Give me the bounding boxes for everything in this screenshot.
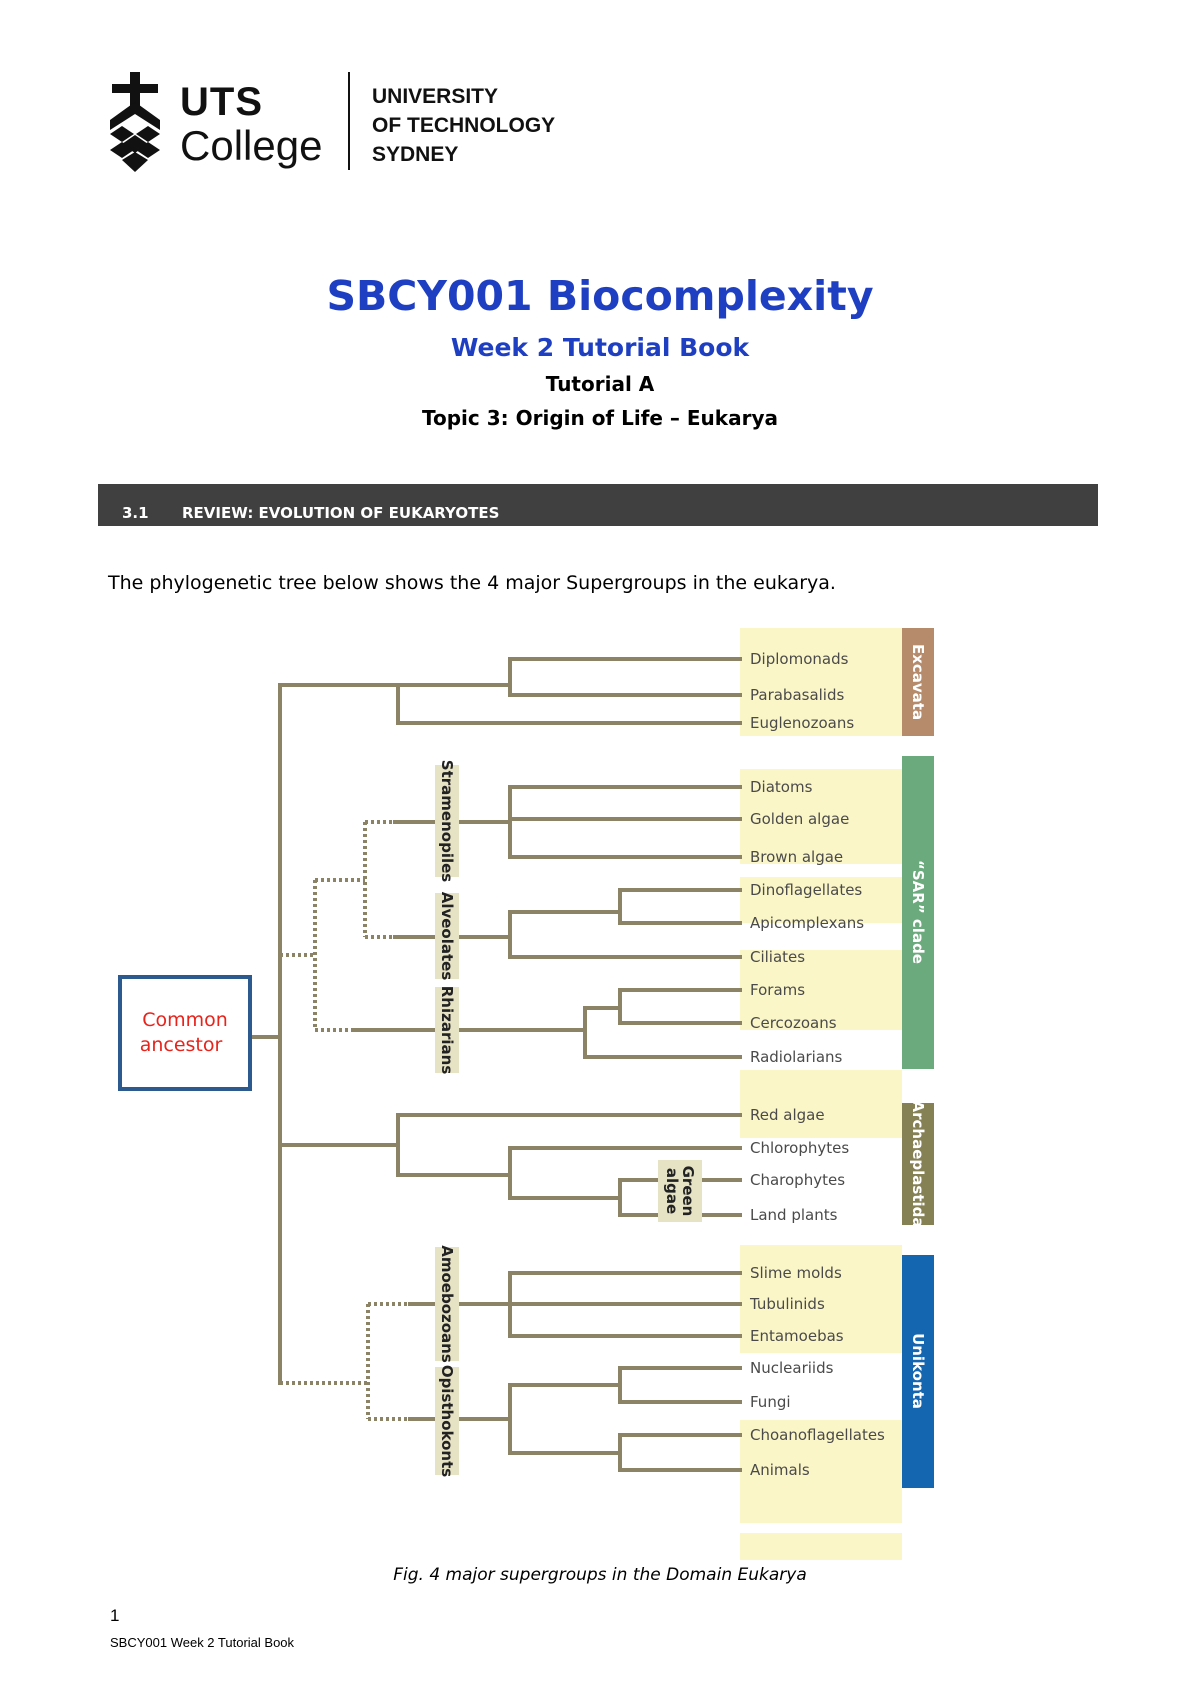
uncertain-branches	[280, 820, 410, 1421]
supergroup-bar-archaeplastida	[902, 1103, 934, 1225]
taxon-parabasalids: Parabasalids	[750, 686, 844, 704]
logo-college-text: College	[180, 122, 323, 169]
logo-uni-line-1: UNIVERSITY	[372, 85, 499, 108]
taxon-golden-algae: Golden algae	[750, 810, 849, 828]
book-title: Week 2 Tutorial Book	[450, 333, 750, 362]
supergroup-label-archaeplastida: Archaeplastida	[909, 1101, 927, 1228]
tree-branches	[248, 657, 742, 1472]
subgroup-label-algae: algae	[663, 1168, 681, 1214]
subgroup-label-rhizarians: Rhizarians	[438, 986, 456, 1075]
supergroup-label-sar: “SAR” clade	[909, 860, 927, 964]
common-ancestor-box: Common ancestor	[118, 975, 252, 1091]
supergroup-label-unikonta: Unikonta	[909, 1333, 927, 1409]
taxon-ciliates: Ciliates	[750, 948, 805, 966]
taxon-entamoebas: Entamoebas	[750, 1327, 844, 1345]
supergroup-bar-excavata	[902, 628, 934, 736]
taxon-dinoflagellates: Dinoflagellates	[750, 881, 862, 899]
section-title: REVIEW: EVOLUTION OF EUKARYOTES	[182, 504, 500, 522]
logo-divider	[348, 72, 350, 170]
taxon-red-algae: Red algae	[750, 1106, 825, 1124]
subgroup-labels: Stramenopiles Alveolates Rhizarians Gree…	[435, 760, 702, 1477]
uts-college-logo: UTS College UNIVERSITY OF TECHNOLOGY SYD…	[108, 68, 568, 178]
subgroup-label-alveolates: Alveolates	[438, 892, 456, 981]
figure-caption: Fig. 4 major supergroups in the Domain E…	[393, 1565, 807, 1585]
common-ancestor-line-2: ancestor	[140, 1034, 223, 1056]
footer-text: SBCY001 Week 2 Tutorial Book	[110, 1635, 295, 1650]
section-number: 3.1	[122, 504, 149, 522]
logo-university-name: UNIVERSITY OF TECHNOLOGY SYDNEY	[372, 82, 555, 169]
taxon-nucleariids: Nucleariids	[750, 1359, 834, 1377]
taxon-brown-algae: Brown algae	[750, 848, 843, 866]
taxon-charophytes: Charophytes	[750, 1171, 845, 1189]
taxon-labels: Diplomonads Parabasalids Euglenozoans Di…	[749, 650, 885, 1479]
supergroup-bars: Excavata “SAR” clade Archaeplastida Unik…	[902, 628, 934, 1488]
uts-emblem-icon	[110, 72, 160, 172]
course-title: SBCY001 Biocomplexity	[326, 272, 874, 320]
taxon-choanoflagellates: Choanoflagellates	[750, 1426, 885, 1444]
taxon-diatoms: Diatoms	[750, 778, 813, 796]
page-number: 1	[110, 1606, 120, 1625]
intro-text: The phylogenetic tree below shows the 4 …	[108, 572, 836, 594]
title-block: SBCY001 Biocomplexity Week 2 Tutorial Bo…	[0, 268, 1200, 434]
logo-uni-line-2: OF TECHNOLOGY	[372, 114, 556, 137]
taxon-land-plants: Land plants	[750, 1206, 838, 1224]
taxon-animals: Animals	[750, 1461, 810, 1479]
taxon-diplomonads: Diplomonads	[750, 650, 849, 668]
taxon-cercozoans: Cercozoans	[750, 1014, 837, 1032]
common-ancestor-line-1: Common	[142, 1009, 228, 1031]
phylogenetic-tree: Stramenopiles Alveolates Rhizarians Gree…	[118, 628, 934, 1560]
subgroup-label-opisthokonts: Opisthokonts	[438, 1365, 456, 1477]
taxon-tubulinids: Tubulinids	[749, 1295, 825, 1313]
supergroup-label-excavata: Excavata	[909, 644, 927, 720]
topic-label: Topic 3: Origin of Life – Eukarya	[422, 406, 778, 430]
taxon-radiolarians: Radiolarians	[750, 1048, 843, 1066]
taxon-chlorophytes: Chlorophytes	[750, 1139, 849, 1157]
logo-uni-line-3: SYDNEY	[372, 143, 459, 166]
taxon-euglenozoans: Euglenozoans	[750, 714, 854, 732]
taxon-fungi: Fungi	[750, 1393, 791, 1411]
subgroup-label-amoebozoans: Amoebozoans	[438, 1245, 456, 1363]
taxon-slime-molds: Slime molds	[750, 1264, 842, 1282]
subgroup-label-green: Green	[679, 1166, 697, 1217]
taxon-highlight-bands	[740, 628, 902, 1560]
section-heading-bar: 3.1 REVIEW: EVOLUTION OF EUKARYOTES	[98, 484, 1098, 526]
taxon-apicomplexans: Apicomplexans	[750, 914, 864, 932]
supergroup-bar-unikonta	[902, 1255, 934, 1488]
supergroup-bar-sar	[902, 756, 934, 1069]
tutorial-label: Tutorial A	[545, 372, 655, 396]
subgroup-label-stramenopiles: Stramenopiles	[438, 760, 456, 882]
logo-uts-text: UTS	[180, 80, 263, 124]
taxon-forams: Forams	[750, 981, 805, 999]
